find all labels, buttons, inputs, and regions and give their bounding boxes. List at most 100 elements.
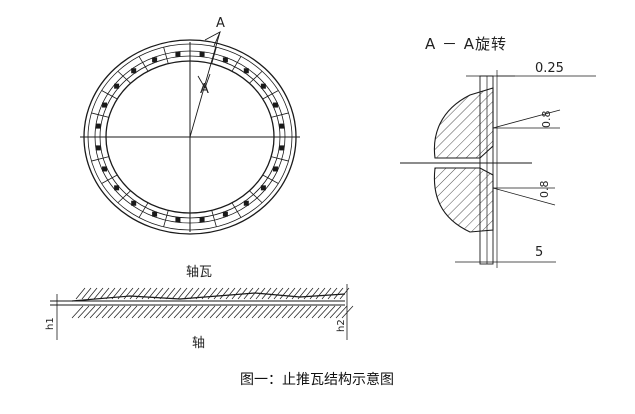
pad-separator	[138, 202, 149, 218]
shaft-hatch-line	[257, 305, 270, 319]
pad-hatch-line	[291, 287, 302, 300]
pad-hatch-line	[189, 287, 200, 300]
dim-gap-label: 0.25	[535, 61, 564, 76]
shaft-hatch-line	[185, 305, 198, 319]
shaft-hatch-line	[119, 305, 132, 319]
pad-hatch-line	[321, 287, 332, 300]
shaft-hatch-line	[209, 305, 222, 319]
pad-hatch-line	[273, 287, 284, 300]
shaft-hatch-line	[335, 305, 348, 319]
pad-separator	[163, 47, 169, 64]
pad-separator	[249, 190, 263, 204]
h1-label: h1	[45, 317, 56, 330]
shaft-hatch-line	[89, 305, 102, 319]
pad-separator	[271, 112, 289, 118]
pad-hatch-line	[327, 287, 338, 300]
pad-hole	[114, 185, 120, 191]
pad-hole	[114, 83, 120, 89]
shaft-hatch-line	[251, 305, 264, 319]
thrust-ring-plan-view	[80, 31, 300, 235]
pad-hole	[279, 145, 285, 151]
pad-hole	[199, 51, 205, 57]
pad-hatch-line	[135, 287, 146, 300]
shaft-hatch-line	[107, 305, 120, 319]
pad-separator	[231, 202, 242, 218]
pad-hatch-line	[171, 287, 182, 300]
slope-lower-label: 0.8	[538, 181, 551, 199]
pad-separator	[271, 156, 289, 162]
shaft-hatch-line	[77, 305, 90, 319]
pad-hole	[152, 57, 158, 63]
shaft-hatch-line	[227, 305, 240, 319]
pad-separator	[231, 56, 242, 72]
pad-hatch-line	[159, 287, 170, 300]
pad-separator	[91, 156, 109, 162]
pad-hole	[102, 166, 108, 172]
shaft-hatch	[71, 305, 354, 319]
pad-hole	[272, 166, 278, 172]
dim-bottom-label: 5	[535, 245, 543, 260]
pad-separator	[249, 70, 263, 84]
pad-hole	[260, 185, 266, 191]
pad-hole	[243, 68, 249, 74]
section-title: A － A旋转	[425, 35, 507, 53]
section-mark-bottom: A	[200, 82, 209, 97]
pad-separator	[262, 90, 279, 100]
pad-hatch-line	[165, 287, 176, 300]
section-cut-line	[189, 31, 221, 138]
section-lower-body	[433, 167, 494, 233]
pad-hole	[222, 57, 228, 63]
pad-hatch-line	[225, 287, 236, 300]
pad-hatch-line	[105, 287, 116, 300]
pad-hole	[131, 68, 137, 74]
pad-hatch-line	[219, 287, 230, 300]
shaft-hatch-line	[341, 305, 354, 319]
section-upper-body	[433, 87, 494, 159]
pad-hatch-line	[129, 287, 140, 300]
pad-separator	[211, 210, 217, 227]
shaft-hatch-line	[233, 305, 246, 319]
shaft-hatch-line	[155, 305, 168, 319]
shaft-hatch-line	[293, 305, 306, 319]
section-view	[400, 70, 596, 268]
pad-separator	[117, 70, 131, 84]
shaft-hatch-line	[311, 305, 324, 319]
pad-hatch-line	[87, 287, 98, 300]
pad-lower-edge	[71, 292, 346, 302]
pad-separator	[101, 174, 118, 184]
pad-separator	[211, 47, 217, 64]
slope-upper-label: 0.8	[540, 111, 553, 129]
pad-hole	[95, 145, 101, 151]
pad-hole	[95, 123, 101, 129]
pad-hatch-line	[285, 287, 296, 300]
shaft-hatch-line	[317, 305, 330, 319]
shaft-hatch-line	[245, 305, 258, 319]
pad-hatch-line	[213, 287, 224, 300]
pad-hole	[222, 211, 228, 217]
pad-hatch-line	[99, 287, 110, 300]
shaft-label: 轴	[192, 336, 205, 351]
shaft-hatch-line	[167, 305, 180, 319]
section-mark-top: A	[216, 16, 225, 31]
shaft-hatch-line	[131, 305, 144, 319]
pad-separator	[262, 174, 279, 184]
shaft-hatch-line	[239, 305, 252, 319]
shaft-hatch-line	[263, 305, 276, 319]
pad-hatch-line	[333, 287, 344, 300]
shaft-hatch-line	[287, 305, 300, 319]
pad-hole	[279, 123, 285, 129]
pad-hole	[175, 51, 181, 57]
shaft-hatch-line	[173, 305, 186, 319]
shaft-hatch-line	[329, 305, 342, 319]
pad-hatch-line	[93, 287, 104, 300]
shaft-hatch-line	[137, 305, 150, 319]
shaft-hatch-line	[215, 305, 228, 319]
shaft-hatch-line	[101, 305, 114, 319]
shaft-hatch-line	[143, 305, 156, 319]
figure-caption: 图一：止推瓦结构示意图	[240, 371, 394, 388]
pad-hatch-line	[231, 287, 242, 300]
shaft-hatch-line	[113, 305, 126, 319]
shaft-hatch-line	[269, 305, 282, 319]
shaft-hatch-line	[275, 305, 288, 319]
pad-hatch-line	[315, 287, 326, 300]
